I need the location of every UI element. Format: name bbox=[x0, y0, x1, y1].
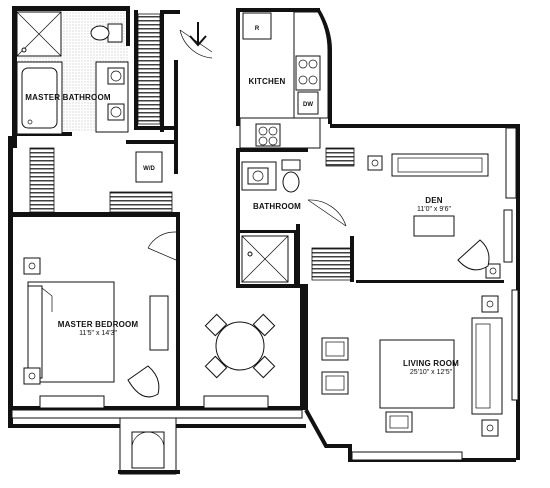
den-sofa bbox=[391, 153, 489, 177]
stair-icon bbox=[109, 191, 173, 213]
svg-text:R: R bbox=[255, 26, 260, 32]
armchair bbox=[321, 337, 349, 361]
bathtub bbox=[16, 61, 63, 135]
svg-text:DW: DW bbox=[303, 102, 313, 108]
svg-text:W/D: W/D bbox=[143, 166, 155, 172]
sink-icon bbox=[107, 103, 125, 121]
window-icon bbox=[503, 209, 513, 263]
door-swing-icon bbox=[307, 199, 347, 227]
area-rug bbox=[379, 339, 455, 409]
door-swing-icon bbox=[147, 231, 177, 249]
armchair bbox=[321, 371, 349, 395]
living-room-dimensions: 25'10" x 12'5" bbox=[410, 369, 453, 376]
kitchen-label: KITCHEN bbox=[249, 77, 286, 86]
range-stove bbox=[255, 123, 281, 147]
master-bedroom: MASTER BEDROOM 11'5" x 14'3" bbox=[23, 212, 180, 412]
refrigerator bbox=[242, 12, 272, 40]
cooktop bbox=[295, 55, 321, 91]
stair-icon bbox=[325, 147, 355, 167]
living-room-label: LIVING ROOM bbox=[403, 359, 459, 368]
dining-table bbox=[204, 313, 276, 379]
window-icon bbox=[351, 451, 463, 461]
dishwasher bbox=[297, 91, 319, 115]
door-swing-icon bbox=[179, 29, 213, 53]
stair-icon bbox=[137, 13, 161, 125]
master-bathroom: MASTER BATHROOM bbox=[12, 6, 130, 148]
toilet-icon bbox=[281, 159, 301, 193]
living-sofa bbox=[471, 317, 503, 415]
living-room: LIVING ROOM 25'10" x 12'5" bbox=[321, 289, 519, 437]
stair-icon bbox=[311, 247, 353, 281]
den-dimensions: 11'0" x 9'6" bbox=[417, 206, 451, 213]
kitchen: R DW KITCHEN bbox=[236, 8, 332, 152]
master-bedroom-label: MASTER BEDROOM bbox=[58, 320, 139, 329]
window-icon bbox=[511, 289, 519, 401]
den-label: DEN bbox=[425, 196, 443, 205]
master-bathroom-label: MASTER BATHROOM bbox=[25, 93, 111, 102]
stair-icon bbox=[29, 147, 55, 213]
washer-dryer bbox=[135, 151, 163, 183]
sink-icon bbox=[107, 67, 125, 85]
master-bedroom-dimensions: 11'5" x 14'3" bbox=[79, 330, 117, 337]
window-icon bbox=[11, 409, 303, 419]
toilet-icon bbox=[90, 23, 123, 43]
entry-arrow-icon bbox=[189, 22, 207, 47]
bathroom-label: BATHROOM bbox=[253, 202, 301, 211]
